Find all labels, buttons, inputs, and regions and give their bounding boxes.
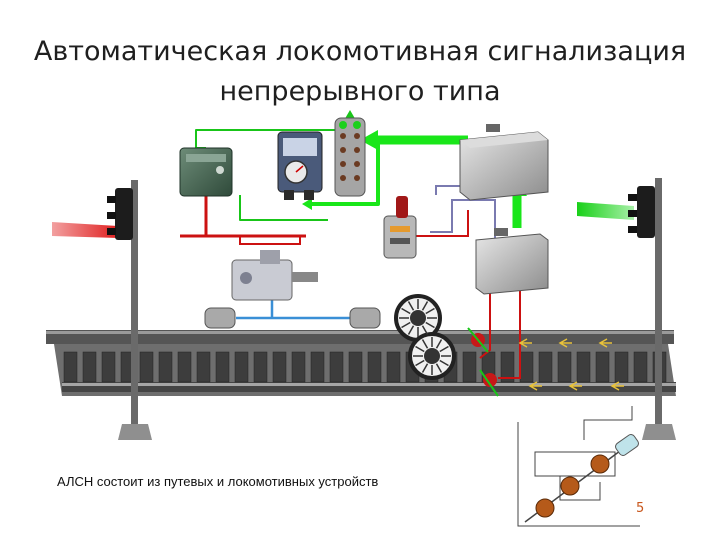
title-line-2: непрерывного типа <box>219 76 501 107</box>
sleeper <box>576 351 591 383</box>
red-wires <box>180 196 521 379</box>
sleeper <box>310 351 325 383</box>
locomotive-signal-icon <box>334 117 366 197</box>
sleeper <box>557 351 572 383</box>
wheel-spoke <box>439 345 449 353</box>
wheel-spoke <box>421 363 429 373</box>
sleeper <box>348 351 363 383</box>
selector-switch-icon <box>383 196 417 259</box>
wheel-spoke <box>421 325 429 335</box>
wheel-spoke <box>421 301 429 311</box>
page-marker: 5 <box>636 501 644 516</box>
sleeper <box>500 351 515 383</box>
title-line-1: Автоматическая локомотивная сигнализация <box>33 36 687 67</box>
current-arrow <box>518 338 532 348</box>
wheel-spoke <box>415 359 425 367</box>
sleeper <box>158 351 173 383</box>
sleeper <box>329 351 344 383</box>
wheel-spoke <box>401 307 411 315</box>
signal-right-icon <box>577 178 676 440</box>
wheel-spoke <box>407 325 415 335</box>
sleeper <box>614 351 629 383</box>
signal-left-icon <box>52 180 152 440</box>
rail-current-arrows <box>518 338 624 391</box>
current-arrow <box>568 381 582 391</box>
coil-icon <box>204 307 381 329</box>
wheelset-icon <box>394 294 456 380</box>
wheel-spoke <box>435 339 443 349</box>
sleeper <box>386 351 401 383</box>
sleeper <box>196 351 211 383</box>
current-arrow <box>598 338 612 348</box>
wheel-spoke <box>415 345 425 353</box>
current-arrow <box>558 338 572 348</box>
receiver-box-icon <box>475 228 549 295</box>
gray-wires <box>430 185 496 238</box>
sleeper <box>177 351 192 383</box>
sleeper <box>234 351 249 383</box>
wheel-spoke <box>407 301 415 311</box>
current-arrow <box>610 381 624 391</box>
wheel-spoke <box>439 359 449 367</box>
relay-box-icon <box>179 147 233 197</box>
slide-caption: АЛСН состоит из путевых и локомотивных у… <box>57 474 379 489</box>
sleeper <box>82 351 97 383</box>
sleeper <box>272 351 287 383</box>
track-receiver-icon <box>467 327 499 397</box>
wheel-spoke <box>425 321 435 329</box>
schematic-inset-icon <box>517 406 640 527</box>
sleeper <box>462 351 477 383</box>
sleeper <box>253 351 268 383</box>
sleeper <box>215 351 230 383</box>
wheel-spoke <box>401 321 411 329</box>
sleeper <box>367 351 382 383</box>
sleeper <box>519 351 534 383</box>
sleeper <box>291 351 306 383</box>
sleeper <box>633 351 648 383</box>
slide-title: Автоматическая локомотивная сигнализация… <box>0 32 720 112</box>
speed-sensor-icon <box>231 250 318 301</box>
sleeper <box>101 351 116 383</box>
wheel-spoke <box>435 363 443 373</box>
current-arrow <box>528 381 542 391</box>
sleeper <box>63 351 78 383</box>
wheel-spoke <box>425 307 435 315</box>
wheel-spoke <box>421 339 429 349</box>
sleeper <box>538 351 553 383</box>
speed-indicator-icon <box>277 131 323 200</box>
sleeper <box>595 351 610 383</box>
sleeper <box>139 351 154 383</box>
decoder-box-icon <box>459 124 549 201</box>
